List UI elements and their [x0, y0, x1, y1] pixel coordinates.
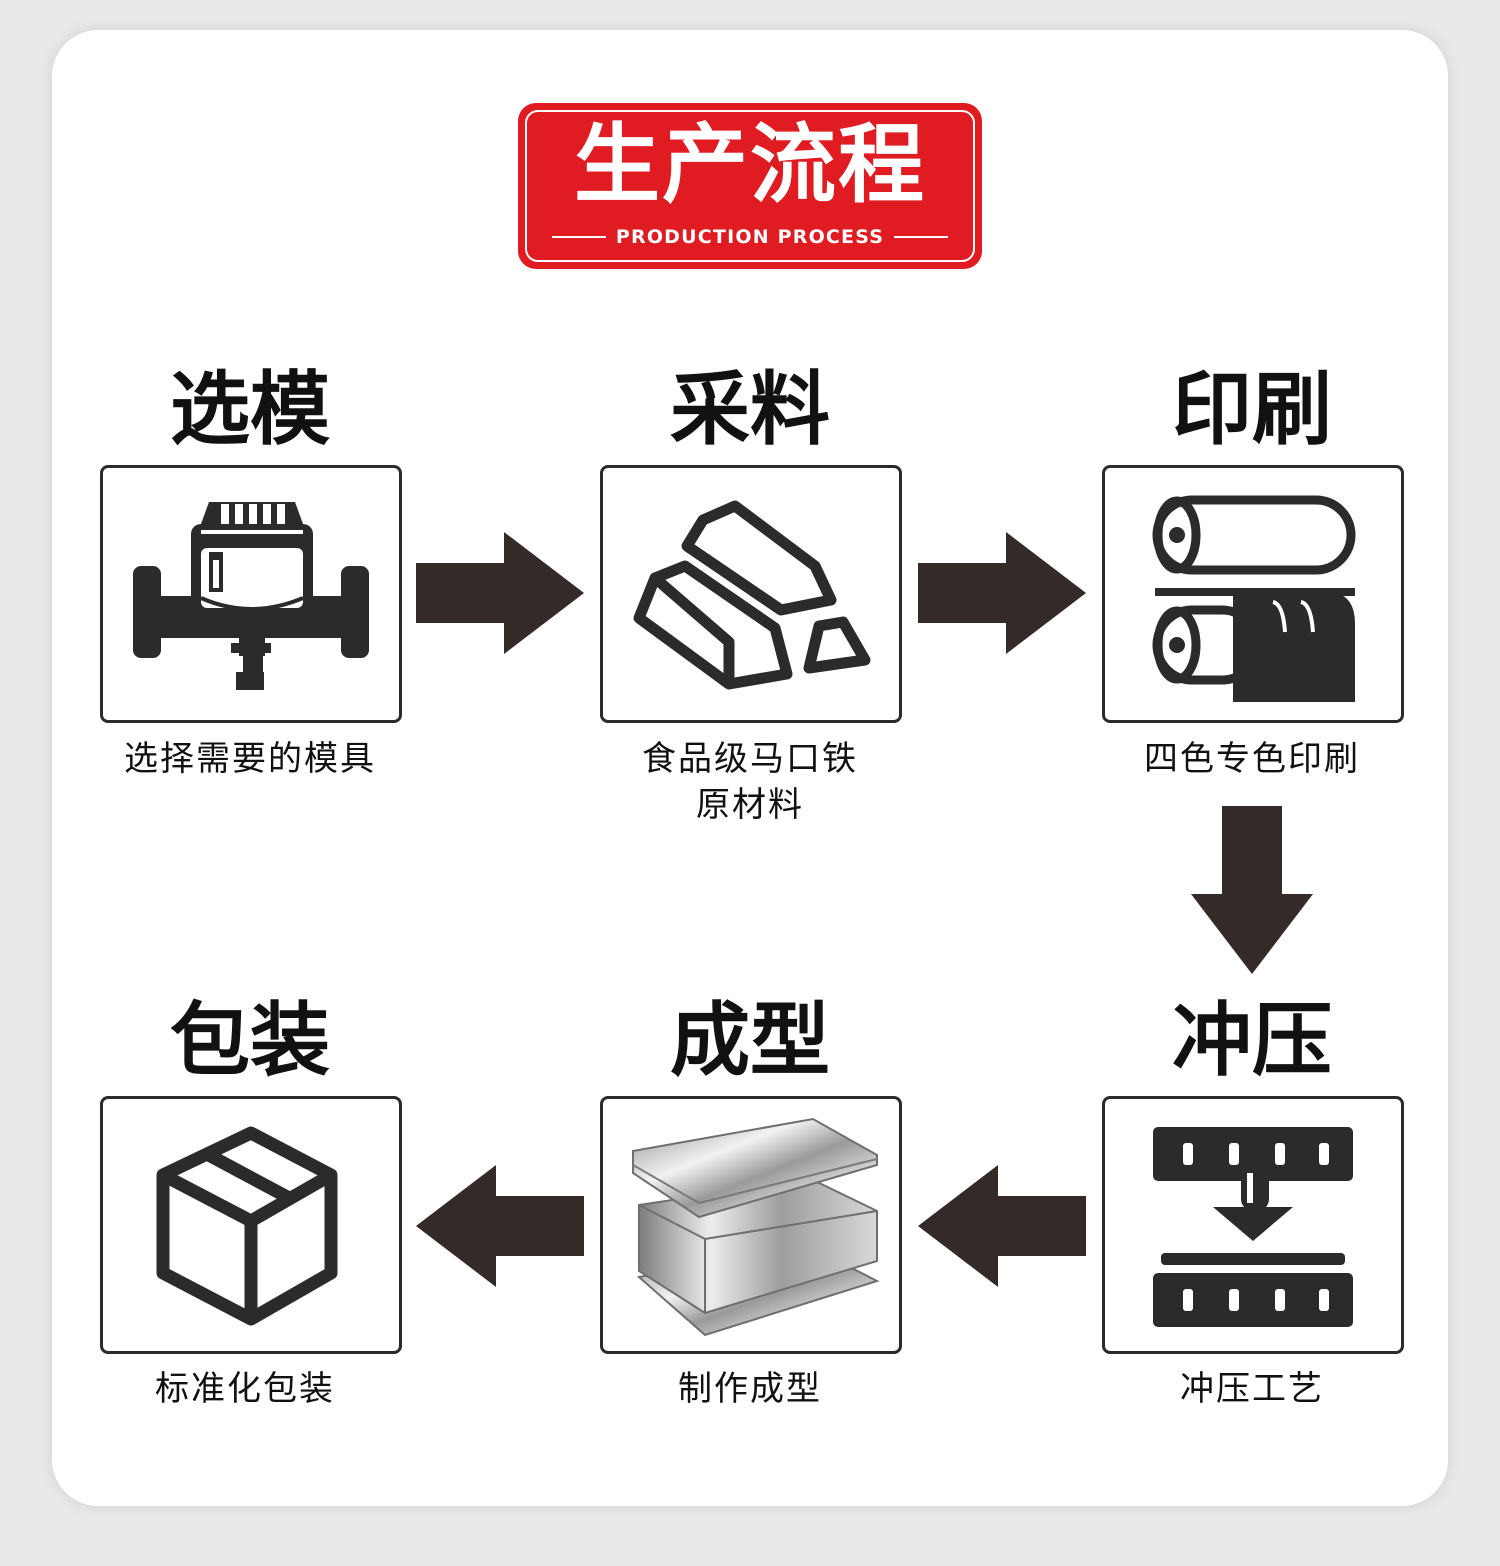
printing-rollers-icon — [1152, 495, 1356, 702]
step-title-select-mold: 选模 — [170, 363, 330, 456]
title-badge: 生产流程 PRODUCTION PROCESS — [518, 103, 982, 269]
step-title-printing: 印刷 — [1172, 363, 1332, 456]
stamping-press-icon — [1153, 1127, 1353, 1327]
step-box-printing — [1102, 465, 1404, 723]
step-caption-stamping: 冲压工艺 — [1180, 1369, 1324, 1409]
package-box-icon — [156, 1126, 338, 1326]
mold-machine-icon — [133, 502, 369, 690]
step-caption-material-line2: 原材料 — [696, 785, 804, 825]
metal-ingots-icon — [633, 500, 871, 690]
step-box-stamping — [1102, 1096, 1404, 1354]
title-badge-border — [525, 110, 975, 262]
arrow-right-icon — [416, 532, 584, 654]
step-box-select-mold — [100, 465, 402, 723]
step-caption-forming: 制作成型 — [678, 1369, 822, 1409]
arrow-down-icon — [1191, 806, 1313, 974]
step-box-forming — [600, 1096, 902, 1354]
step-title-stamping: 冲压 — [1172, 994, 1332, 1087]
subtitle-rule-left — [552, 236, 606, 238]
tin-box-icon — [632, 1117, 880, 1337]
step-title-packaging: 包装 — [170, 994, 330, 1087]
step-caption-packaging: 标准化包装 — [155, 1369, 335, 1409]
step-box-packaging — [100, 1096, 402, 1354]
step-caption-select-mold: 选择需要的模具 — [124, 739, 376, 779]
subtitle-rule-right — [894, 236, 949, 238]
step-title-material: 采料 — [670, 363, 830, 456]
step-title-forming: 成型 — [670, 994, 830, 1087]
page-title: 生产流程 — [574, 115, 926, 215]
arrow-left-icon — [918, 1165, 1086, 1287]
page-subtitle: PRODUCTION PROCESS — [615, 226, 885, 248]
step-caption-material-line1: 食品级马口铁 — [642, 739, 858, 779]
step-box-material — [600, 465, 902, 723]
arrow-left-icon — [416, 1165, 584, 1287]
arrow-right-icon — [918, 532, 1086, 654]
step-caption-printing: 四色专色印刷 — [1144, 739, 1360, 779]
subtitle-row: PRODUCTION PROCESS — [552, 224, 949, 250]
